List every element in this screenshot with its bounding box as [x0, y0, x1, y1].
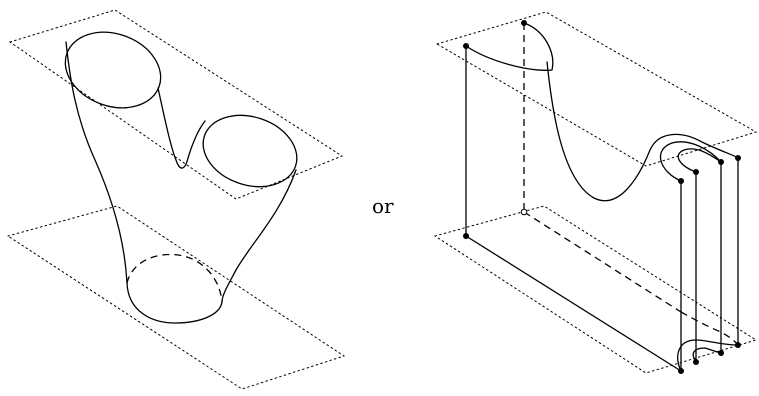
bottom-plane-right: [433, 205, 758, 374]
bottom-plane-left: [6, 205, 346, 390]
vertex-top-fold-1: [678, 178, 684, 184]
vertex-top-fold-2: [693, 169, 699, 175]
top-circle-2: [202, 114, 298, 188]
top-plane-left: [8, 9, 344, 200]
top-circle-1: [64, 31, 162, 109]
vertex-bottom-fold-3: [718, 350, 724, 356]
vertex-bottom-fold-4: [735, 342, 741, 348]
vertex-bottom-fold-2: [693, 359, 699, 365]
vertex-bottom-fold-1: [678, 368, 684, 374]
vertex-top-back: [521, 20, 527, 26]
top-plane-right: [435, 11, 758, 167]
pants-left-side: [65, 41, 128, 284]
vertex-bottom-left: [463, 233, 469, 239]
bottom-front-edge: [465, 235, 682, 372]
bottom-fold-loop-outer: [677, 339, 739, 372]
pants-crotch: [157, 87, 206, 169]
top-fold-loop-inner: [677, 148, 722, 173]
pants-surface: [6, 9, 346, 390]
bottom-circle-back: [126, 253, 223, 303]
folded-surface: [433, 11, 758, 374]
or-separator: or: [372, 194, 394, 218]
bottom-circle-front: [126, 282, 223, 324]
vertex-top-fold-4: [735, 155, 741, 161]
bottom-fold-loop-back: [680, 311, 739, 346]
pants-right-side: [221, 169, 297, 303]
top-fold-loop-outer: [659, 141, 722, 182]
top-left-curve: [465, 22, 554, 71]
saddle-curve: [546, 61, 739, 202]
vertex-top-fold-3: [718, 159, 724, 165]
bottom-back-edge: [523, 211, 682, 313]
bottom-fold-loop-inner: [692, 347, 722, 363]
vertex-top-left: [463, 43, 469, 49]
vertex-bottom-back-hidden: [520, 208, 528, 216]
